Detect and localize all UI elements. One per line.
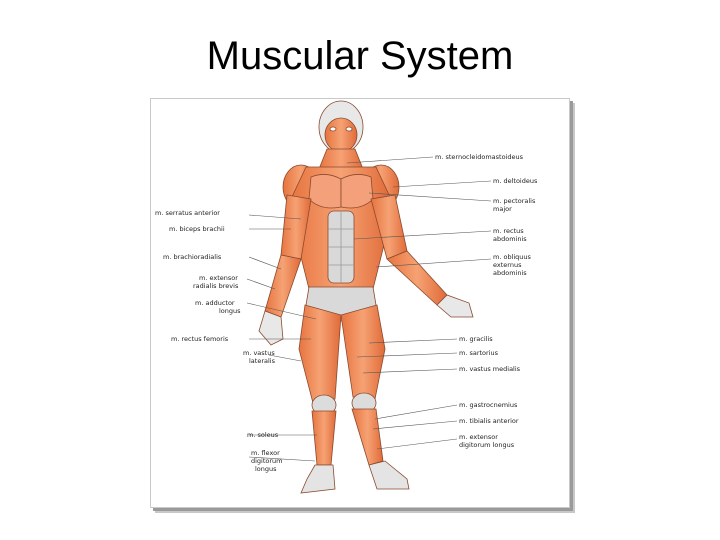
label-biceps: m. biceps brachii: [169, 225, 225, 233]
muscle-figure: m. serratus anterior m. biceps brachii m…: [151, 99, 569, 507]
label-gastrocnemius: m. gastrocnemius: [459, 401, 518, 409]
label-extensor-radialis-2: radialis brevis: [193, 282, 239, 290]
label-obliquus-3: abdominis: [493, 269, 527, 277]
left-thigh: [299, 305, 341, 403]
label-brachioradialis: m. brachioradialis: [163, 253, 222, 261]
label-rectus-abdominis-1: m. rectus: [493, 227, 524, 235]
label-pectoralis-1: m. pectoralis: [493, 197, 536, 205]
label-vastus-lateralis-2: lateralis: [249, 357, 276, 365]
left-shin: [312, 411, 336, 465]
label-extensor-digitorum-1: m. extensor: [459, 433, 498, 441]
label-adductor-1: m. adductor: [195, 299, 235, 307]
labels-left: m. serratus anterior m. biceps brachii m…: [155, 209, 283, 473]
left-pectoral: [309, 174, 341, 208]
right-foot: [369, 461, 409, 489]
label-flexor-digitorum-3: longus: [255, 465, 277, 473]
label-extensor-digitorum-2: digitorum longus: [459, 441, 515, 449]
left-hand: [259, 311, 283, 345]
right-forearm: [387, 251, 447, 305]
label-vastus-lateralis-1: m. vastus: [243, 349, 275, 357]
right-shin: [352, 409, 383, 465]
label-adductor-2: longus: [219, 307, 241, 315]
left-foot: [301, 465, 335, 493]
label-tibialis: m. tibialis anterior: [459, 417, 519, 425]
label-sartorius: m. sartorius: [459, 349, 499, 357]
label-extensor-radialis-1: m. extensor: [199, 274, 238, 282]
label-pectoralis-2: major: [493, 205, 512, 213]
right-pectoral: [341, 174, 373, 208]
label-vastus-medialis: m. vastus medialis: [459, 365, 521, 373]
left-forearm: [265, 255, 301, 317]
muscle-diagram: m. serratus anterior m. biceps brachii m…: [150, 98, 570, 508]
label-sternocleido: m. sternocleidomastoideus: [435, 153, 524, 161]
label-deltoideus: m. deltoideus: [493, 177, 538, 185]
label-serratus: m. serratus anterior: [155, 209, 220, 217]
slide-title: Muscular System: [0, 34, 720, 79]
label-rectus-femoris: m. rectus femoris: [171, 335, 229, 343]
label-obliquus-2: externus: [493, 261, 522, 269]
label-flexor-digitorum-1: m. flexor: [251, 449, 280, 457]
neck: [319, 149, 363, 169]
face-muscles: [325, 118, 357, 152]
label-gracilis: m. gracilis: [459, 335, 493, 343]
label-flexor-digitorum-2: digitorum: [251, 457, 283, 465]
label-soleus: m. soleus: [247, 431, 279, 439]
label-obliquus-1: m. obliquus: [493, 253, 532, 261]
right-thigh: [341, 305, 385, 399]
label-rectus-abdominis-2: abdominis: [493, 235, 527, 243]
